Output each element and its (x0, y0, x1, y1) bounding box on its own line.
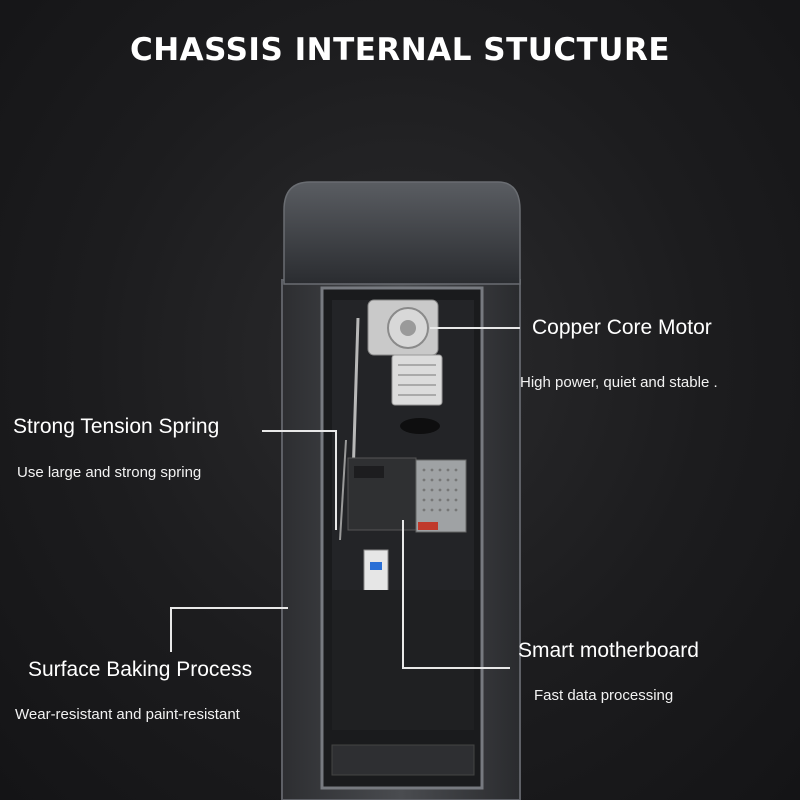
surface-label: Surface Baking Process (28, 658, 253, 681)
spring-label: Strong Tension Spring (13, 415, 220, 438)
spring-callout-line-h (262, 430, 337, 432)
spring-desc: Use large and strong spring (17, 464, 202, 481)
page-title: CHASSIS INTERNAL STUCTURE (129, 32, 670, 68)
board-label: Smart motherboard (518, 639, 699, 662)
surface-callout-line-v (170, 607, 172, 652)
board-callout-line-h (402, 667, 510, 669)
chassis-cap (283, 181, 521, 285)
board-desc: Fast data processing (534, 687, 674, 704)
power-supply (415, 459, 467, 533)
surface-callout-line-h (170, 607, 288, 609)
board-callout-line-v (402, 520, 404, 668)
barrier-chassis-illustration (281, 181, 521, 800)
motor-body (391, 354, 443, 406)
motor-label: Copper Core Motor (532, 316, 712, 339)
spring-callout-line-v (335, 430, 337, 530)
motor-callout-line (430, 327, 520, 329)
circuit-breaker (363, 549, 389, 595)
motor-desc: High power, quiet and stable . (520, 374, 718, 391)
surface-desc: Wear-resistant and paint-resistant (15, 706, 240, 723)
